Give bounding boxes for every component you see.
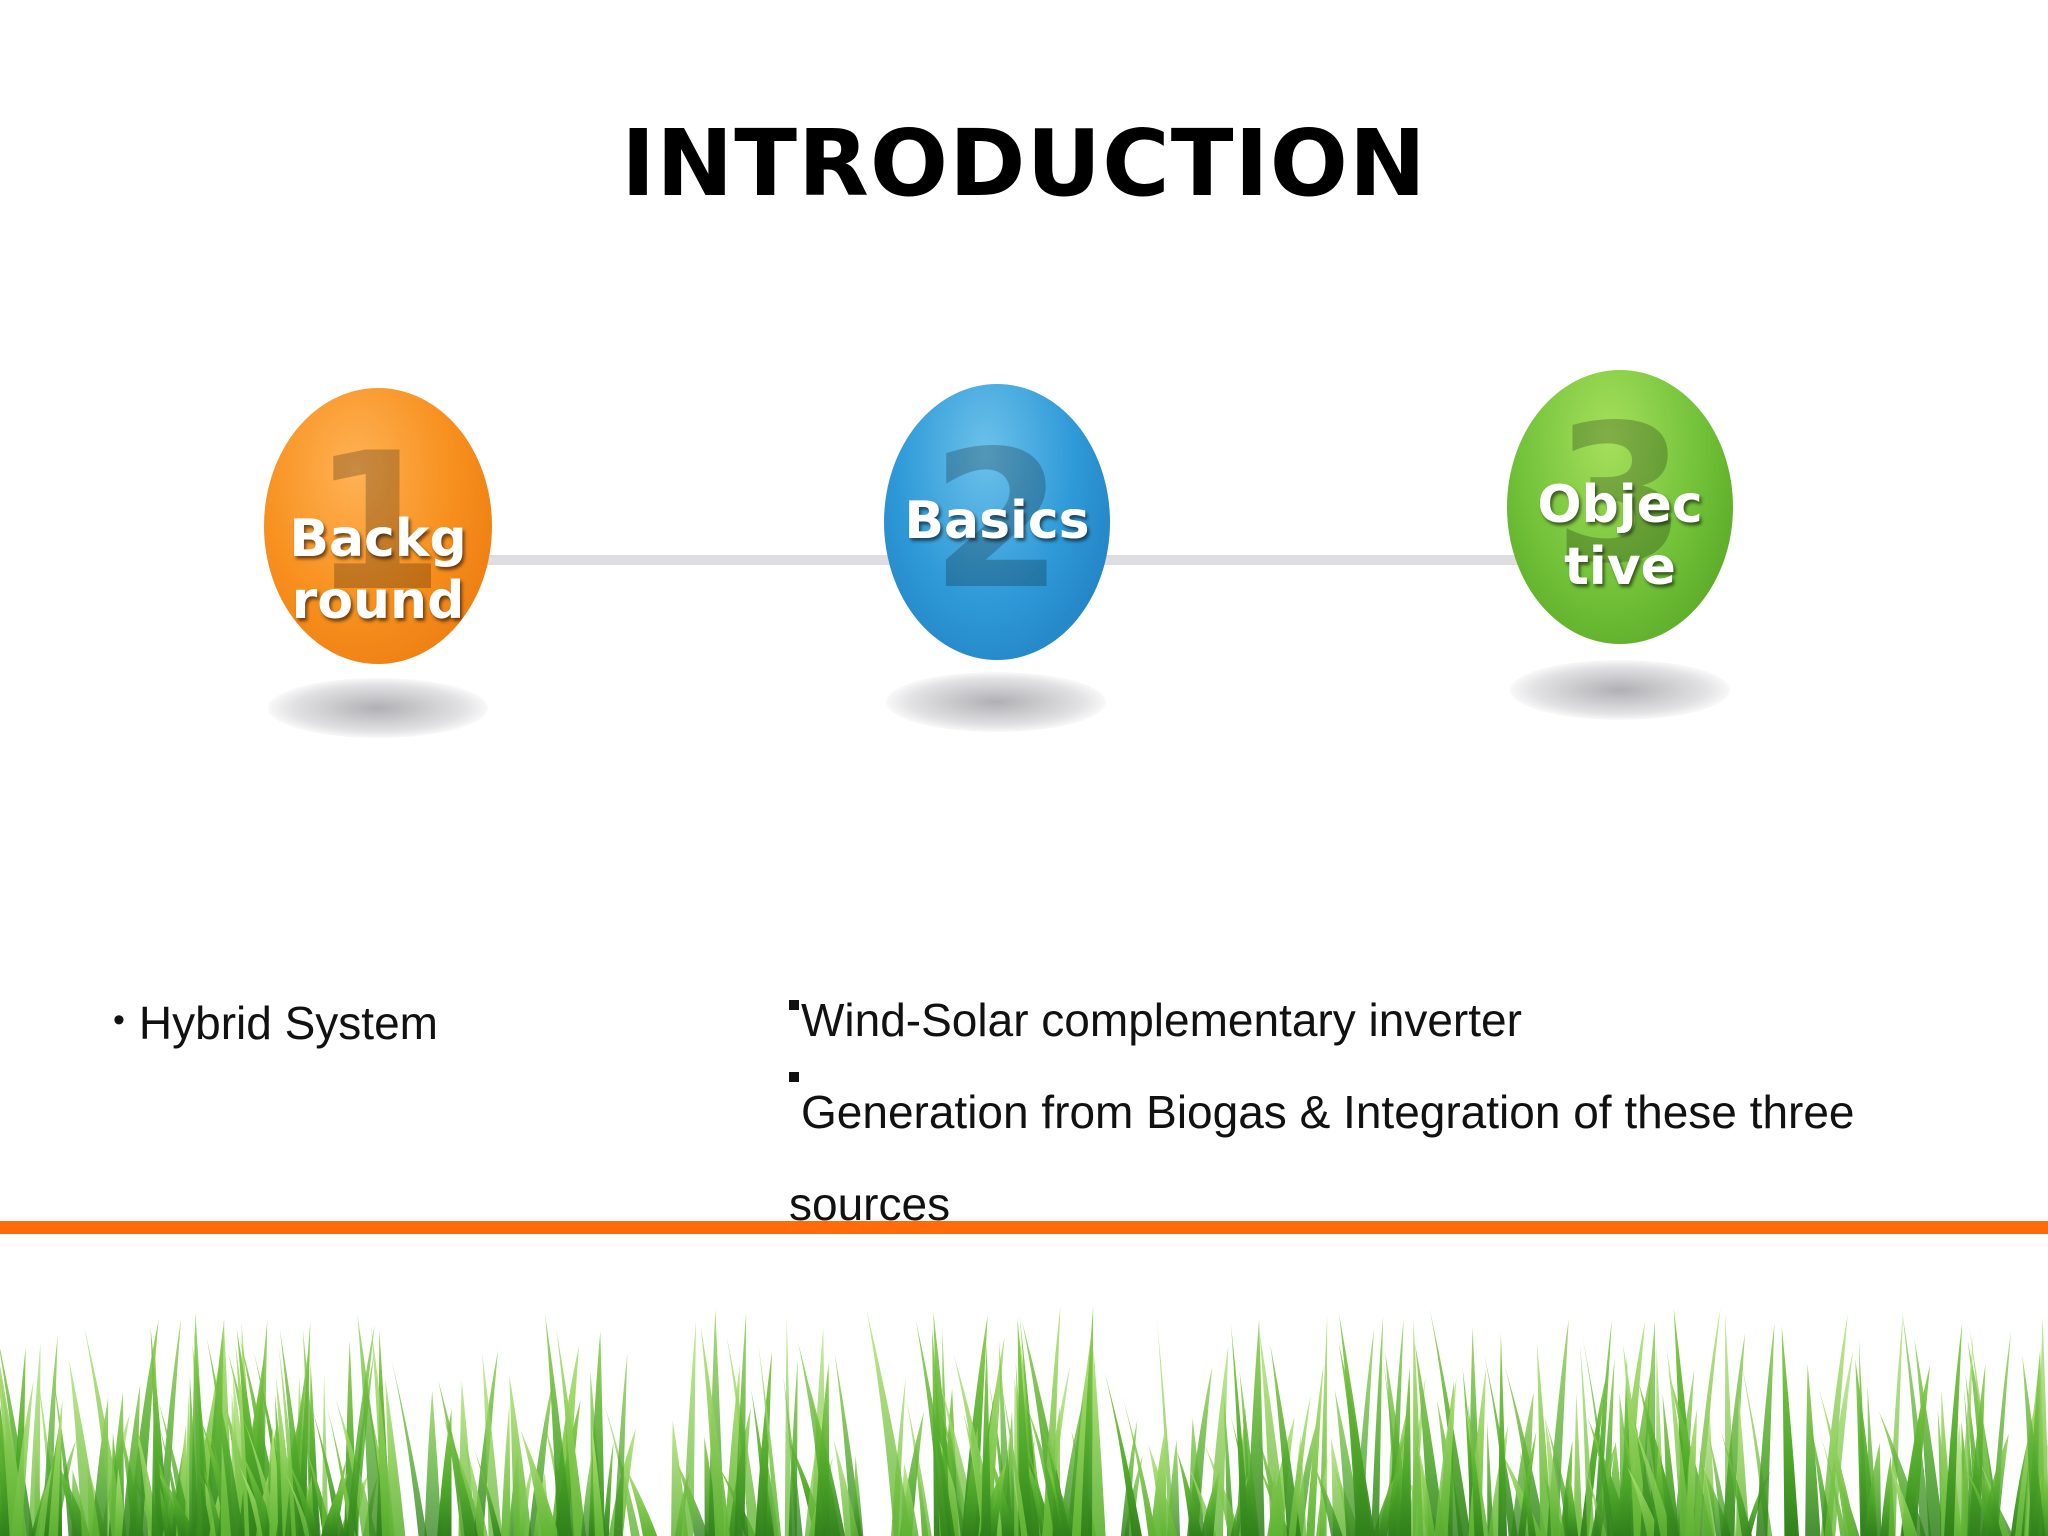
connector-line-1: [470, 555, 900, 565]
accent-rule: [0, 1221, 2048, 1234]
right-bullet-list: Wind-Solar complementary inverter Genera…: [789, 994, 2019, 1290]
grass-border-image: [0, 1306, 2048, 1536]
step-2-label: Basics: [904, 491, 1090, 551]
connector-line-2: [1090, 555, 1530, 565]
left-bullet-text: Hybrid System: [138, 997, 438, 1049]
square-bullet-icon: [789, 1000, 799, 1010]
step-2-shadow: [886, 672, 1106, 732]
step-3-shadow: [1510, 660, 1730, 720]
left-bullet-list: • Hybrid System: [113, 994, 438, 1049]
step-3-label: Objec tive: [1537, 475, 1703, 597]
step-3-circle: 3 Objec tive: [1507, 370, 1733, 644]
step-2-circle: 2 Basics: [884, 384, 1110, 660]
step-1-shadow: [268, 678, 488, 738]
right-bullet-item: Generation from Biogas & Integration of …: [789, 1066, 2019, 1250]
step-1-number: 1: [311, 412, 445, 633]
step-2-number: 2: [930, 410, 1064, 631]
step-1-label: Backg round: [289, 509, 467, 631]
right-bullet-item: Wind-Solar complementary inverter: [789, 994, 2019, 1046]
right-bullet-text: Generation from Biogas & Integration of …: [789, 1086, 1855, 1230]
bullet-dot-icon: •: [113, 1001, 125, 1039]
square-bullet-icon: [789, 1072, 799, 1082]
step-1-circle: 1 Backg round: [264, 388, 492, 664]
slide-title: INTRODUCTION: [621, 110, 1427, 217]
step-3-number: 3: [1553, 384, 1687, 605]
right-bullet-text: Wind-Solar complementary inverter: [801, 994, 1522, 1046]
